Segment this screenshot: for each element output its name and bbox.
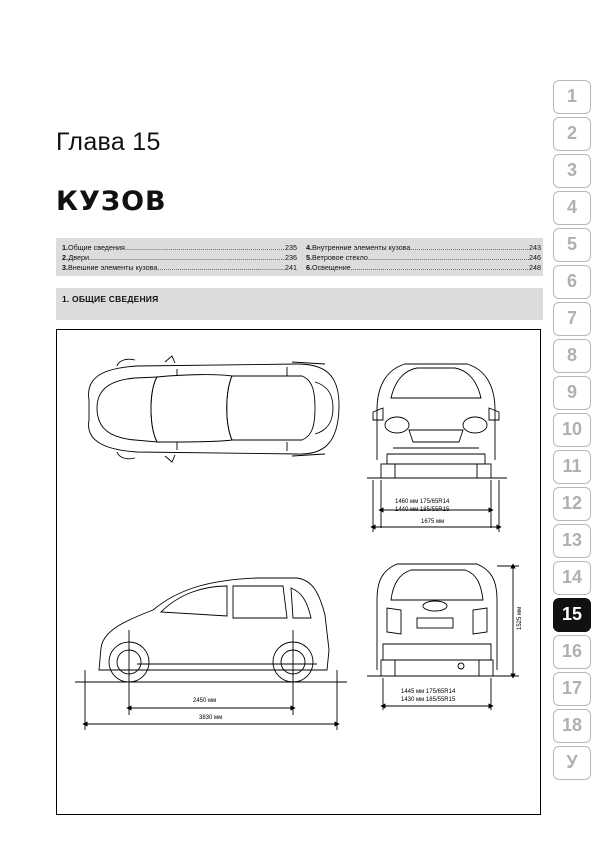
car-front-view [367,363,507,532]
toc-column-left: 1. Общие сведения 235 2. Двери 236 3. Вн… [62,243,297,272]
toc-item-number: 3. [62,262,68,272]
toc-item[interactable]: 1. Общие сведения 235 [62,243,297,253]
section-header: 1. ОБЩИЕ СВЕДЕНИЯ [56,288,543,320]
rear-track-label-2: 1430 мм 185/55R15 [401,697,456,703]
toc-item-page: 243 [529,243,541,252]
length-label: 3830 мм [199,715,222,721]
chapter-tab-7[interactable]: 7 [553,302,591,336]
chapter-tab-14[interactable]: 14 [553,561,591,595]
toc-item-title: Внешние элементы кузова [68,262,158,272]
chapter-tab-4[interactable]: 4 [553,191,591,225]
rear-track-label-1: 1445 мм 175/65R14 [401,689,456,695]
chapter-tab-13[interactable]: 13 [553,524,591,558]
toc-item[interactable]: 4. Внутренние элементы кузова 243 [306,243,541,253]
chapter-tab-3[interactable]: 3 [553,154,591,188]
toc-item-title: Освещение [312,262,351,272]
toc-item-number: 2. [62,252,68,262]
car-side-view [75,577,347,730]
wheelbase-label: 2450 мм [193,698,216,704]
width-label: 1675 мм [421,519,444,525]
table-of-contents: 1. Общие сведения 235 2. Двери 236 3. Вн… [56,238,543,276]
toc-leader-dots [157,263,285,273]
toc-item-title: Общие сведения [68,243,125,252]
chapter-tab-2[interactable]: 2 [553,117,591,151]
toc-item-number: 4. [306,243,312,252]
toc-item[interactable]: 6. Освещение 248 [306,263,541,273]
chapter-tab-appendix[interactable]: У [553,746,591,780]
car-rear-view [367,563,519,710]
toc-item[interactable]: 3. Внешние элементы кузова 241 [62,263,297,273]
toc-item-title: Внутренние элементы кузова [312,243,411,252]
toc-leader-dots [368,253,529,263]
chapter-tab-9[interactable]: 9 [553,376,591,410]
car-top-view [88,355,340,463]
chapter-tab-18[interactable]: 18 [553,709,591,743]
toc-column-right: 4. Внутренние элементы кузова 243 5. Вет… [306,243,541,272]
toc-item-page: 246 [529,252,541,262]
toc-item[interactable]: 5. Ветровое стекло 246 [306,253,541,263]
chapter-tab-1[interactable]: 1 [553,80,591,114]
chapter-tab-12[interactable]: 12 [553,487,591,521]
toc-item-number: 1. [62,243,68,252]
chapter-tab-8[interactable]: 8 [553,339,591,373]
section-title: 1. ОБЩИЕ СВЕДЕНИЯ [62,294,159,304]
car-drawing-svg: 1460 мм 175/65R14 1440 мм 185/55R15 1675… [75,355,523,730]
vehicle-dimensions-drawing: 1460 мм 175/65R14 1440 мм 185/55R15 1675… [56,329,541,815]
toc-item-page: 241 [285,262,297,272]
height-label: 1525 мм [517,607,523,630]
toc-item-page: 235 [285,243,297,252]
toc-leader-dots [125,243,285,253]
chapter-tab-6[interactable]: 6 [553,265,591,299]
toc-item-page: 236 [285,252,297,262]
chapter-tab-17[interactable]: 17 [553,672,591,706]
toc-item-number: 6. [306,262,312,272]
toc-item[interactable]: 2. Двери 236 [62,253,297,263]
chapter-tab-5[interactable]: 5 [553,228,591,262]
front-track-label-1: 1460 мм 175/65R14 [395,499,450,505]
toc-item-title: Двери [68,252,90,262]
chapter-tab-10[interactable]: 10 [553,413,591,447]
toc-item-title: Ветровое стекло [312,252,368,262]
toc-item-number: 5. [306,252,312,262]
chapter-title: КУЗОВ [56,186,167,217]
chapter-tab-11[interactable]: 11 [553,450,591,484]
chapter-tab-16[interactable]: 16 [553,635,591,669]
toc-leader-dots [410,243,529,253]
toc-leader-dots [351,263,529,273]
toc-leader-dots [89,253,285,263]
chapter-tab-15[interactable]: 15 [553,598,591,632]
front-track-label-2: 1440 мм 185/55R15 [395,507,450,513]
toc-item-page: 248 [529,262,541,272]
chapter-label: Глава 15 [56,128,161,156]
